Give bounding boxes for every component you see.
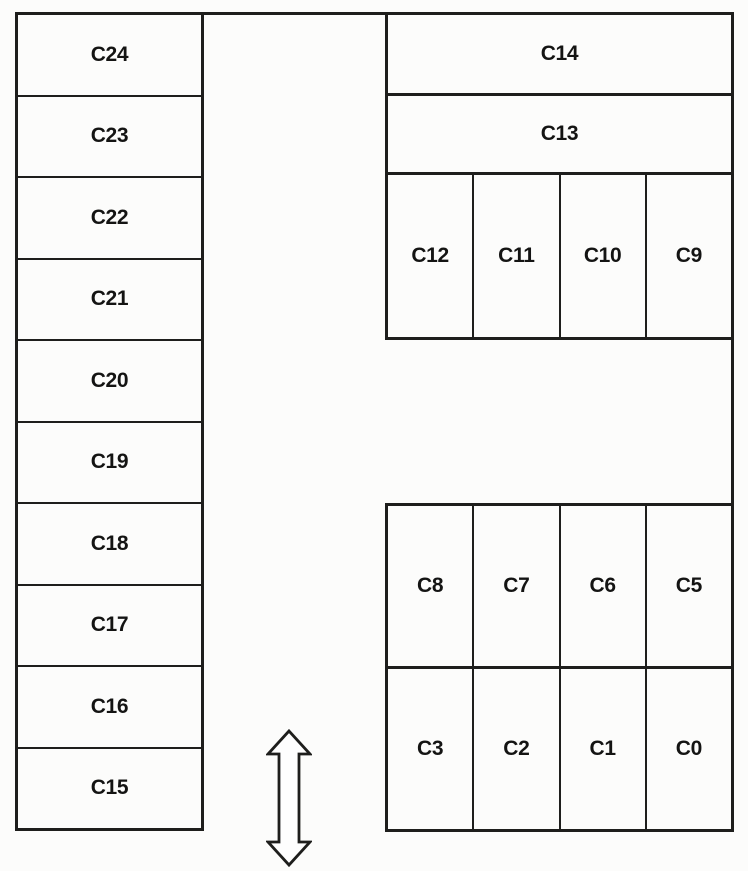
cell-c15: C15 [18, 746, 201, 829]
cell-c19: C19 [18, 420, 201, 503]
left-cell-column: C24 C23 C22 C21 C20 C19 C18 C17 C16 C15 [15, 12, 204, 831]
vertical-double-arrow-icon [264, 728, 314, 868]
cell-c18: C18 [18, 502, 201, 584]
cell-c10: C10 [558, 175, 645, 337]
cell-c12: C12 [411, 244, 449, 268]
bottom-right-block: C8 C7 C6 C5 C3 C2 C1 C0 [385, 503, 734, 832]
cell-c17: C17 [18, 583, 201, 666]
cell-c3: C3 [417, 737, 444, 760]
right-wall-line [731, 338, 734, 505]
top-wall-line [202, 12, 387, 15]
cell-c16: C16 [18, 665, 201, 747]
cell-c5: C5 [644, 506, 731, 666]
cell-c1: C1 [558, 669, 645, 829]
top-right-block: C14 C13 C12 C11 C10 C9 [385, 12, 734, 340]
cell-c9: C9 [644, 175, 731, 337]
bottom-right-upper-row: C8 C7 C6 C5 [388, 506, 731, 666]
cell-c7: C7 [472, 506, 558, 666]
cell-c14: C14 [540, 41, 579, 65]
cell-c8: C8 [417, 574, 444, 597]
cell-c21: C21 [18, 257, 201, 340]
cell-c20: C20 [18, 339, 201, 421]
top-right-column-row: C12 C11 C10 C9 [388, 172, 731, 337]
cell-c11: C11 [472, 175, 558, 337]
cell-c13: C13 [388, 92, 731, 173]
bottom-right-lower-row: C3 C2 C1 C0 [388, 666, 731, 829]
cell-c6: C6 [558, 506, 645, 666]
cell-c0: C0 [644, 669, 731, 829]
cell-c23: C23 [18, 94, 201, 177]
cell-c24: C24 [90, 42, 129, 66]
cell-c2: C2 [472, 669, 558, 829]
cell-c22: C22 [18, 176, 201, 258]
